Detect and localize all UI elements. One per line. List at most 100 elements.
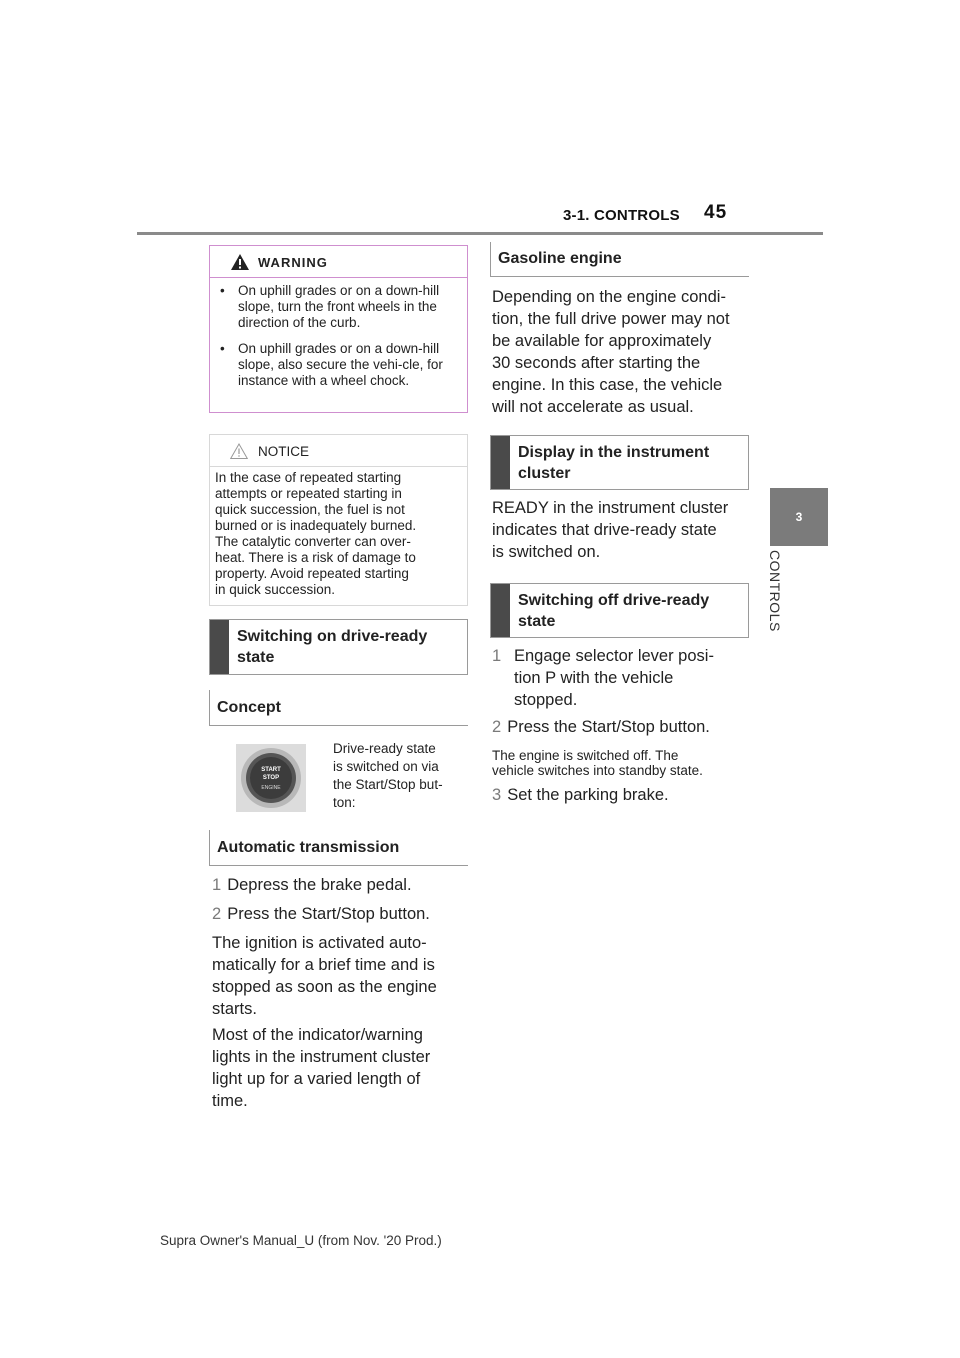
- warning-item: • On uphill grades or on a down-hill slo…: [220, 283, 460, 331]
- button-label-engine: ENGINE: [261, 785, 281, 791]
- step-text: Press the Start/Stop button.: [507, 718, 710, 736]
- step-item: 3 Set the parking brake.: [492, 784, 669, 806]
- paragraph-line: starts.: [212, 1000, 257, 1018]
- heading-line: state: [237, 649, 275, 666]
- step-number: 1: [492, 647, 502, 665]
- heading-rule: [490, 242, 491, 276]
- paragraph-line: Depending on the engine condi-: [492, 288, 726, 306]
- chapter-tab-label-wrap: CONTROLS: [767, 550, 798, 660]
- chapter-tab-label: CONTROLS: [767, 550, 783, 632]
- paragraph-line: engine. In this case, the vehicle: [492, 376, 723, 394]
- note-line: vehicle switches into standby state.: [492, 763, 703, 778]
- caution-triangle-icon: [230, 443, 248, 459]
- paragraph-indicator-lights: Most of the indicator/warning lights in …: [212, 1024, 472, 1112]
- step-text: Depress the brake pedal.: [227, 876, 412, 894]
- caption-line: is switched on via: [333, 759, 439, 774]
- step-text: Set the parking brake.: [507, 786, 669, 804]
- footer-title: Supra Owner's Manual_U (from Nov. '20 Pr…: [160, 1233, 442, 1248]
- step-text: Press the Start/Stop button.: [227, 905, 430, 923]
- paragraph-ready: READY in the instrument cluster indicate…: [492, 497, 757, 563]
- heading-line: cluster: [518, 465, 571, 482]
- notice-box: NOTICE In the case of repeated starting …: [209, 434, 468, 606]
- paragraph-line: Most of the indicator/warning: [212, 1026, 423, 1044]
- notice-line: property. Avoid repeated starting: [215, 566, 409, 581]
- heading-line: Display in the instrument: [518, 444, 710, 461]
- notice-title: NOTICE: [258, 444, 310, 459]
- start-stop-button-icon: START STOP ENGINE: [241, 748, 301, 808]
- step-line: Engage selector lever posi-: [514, 647, 714, 665]
- heading-display-cluster: Display in the instrument cluster: [490, 435, 749, 490]
- heading-switching-off: Switching off drive-ready state: [490, 583, 749, 638]
- paragraph-line: light up for a varied length of: [212, 1070, 421, 1088]
- step-item: 1 Engage selector lever posi- tion P wit…: [492, 645, 757, 711]
- bullet-icon: •: [220, 341, 225, 356]
- step-number: 3: [492, 786, 502, 804]
- step-text: Engage selector lever posi- tion P with …: [514, 645, 757, 711]
- page-number: 45: [704, 202, 728, 223]
- paragraph-line: lights in the instrument cluster: [212, 1048, 431, 1066]
- step-line: tion P with the vehicle: [514, 669, 674, 687]
- heading-text: Gasoline engine: [498, 250, 622, 267]
- step-line: stopped.: [514, 691, 578, 709]
- note-line: The engine is switched off. The: [492, 748, 679, 763]
- step-item: 2 Press the Start/Stop button.: [212, 903, 430, 925]
- start-stop-button-image: START STOP ENGINE: [236, 744, 306, 812]
- notice-line: attempts or repeated starting in: [215, 486, 402, 501]
- notice-line: quick succession, the fuel is not: [215, 502, 405, 517]
- warning-item: • On uphill grades or on a down-hill slo…: [220, 341, 460, 389]
- notice-line: burned or is inadequately burned.: [215, 518, 417, 533]
- paragraph-line: is switched on.: [492, 543, 601, 561]
- paragraph-line: time.: [212, 1092, 248, 1110]
- warning-item-text: On uphill grades or on a down-hill slope…: [238, 283, 440, 330]
- paragraph-line: READY in the instrument cluster: [492, 499, 729, 517]
- heading-bar: [491, 436, 510, 489]
- warning-item-text: On uphill grades or on a down-hill slope…: [238, 341, 443, 388]
- paragraph-line: The ignition is activated auto-: [212, 934, 427, 952]
- bullet-icon: •: [220, 283, 225, 298]
- step-number: 2: [492, 718, 502, 736]
- notice-line: heat. There is a risk of damage to: [215, 550, 416, 565]
- heading-automatic-transmission: Automatic transmission: [209, 830, 468, 866]
- heading-concept: Concept: [209, 690, 468, 726]
- heading-switching-on: Switching on drive-ready state: [209, 619, 468, 675]
- heading-rule: [209, 690, 210, 725]
- paragraph-line: be available for approximately: [492, 332, 712, 350]
- heading-text: Switching on drive-ready state: [237, 626, 427, 668]
- step-number: 1: [212, 876, 222, 894]
- section-title: 3-1. CONTROLS: [563, 207, 680, 224]
- heading-rule: [209, 830, 210, 865]
- step-item: 2 Press the Start/Stop button.: [492, 716, 710, 738]
- heading-bar: [210, 620, 229, 674]
- heading-line: state: [518, 613, 556, 630]
- notice-header: NOTICE: [210, 435, 467, 467]
- caption-line: the Start/Stop but-: [333, 777, 443, 792]
- paragraph-ignition: The ignition is activated auto- maticall…: [212, 932, 472, 1020]
- caption-line: Drive-ready state: [333, 741, 436, 756]
- notice-line: in quick succession.: [215, 582, 336, 597]
- paragraph-line: will not accelerate as usual.: [492, 398, 694, 416]
- step-number: 2: [212, 905, 222, 923]
- chapter-tab[interactable]: 3: [770, 488, 828, 546]
- paragraph-line: 30 seconds after starting the: [492, 354, 701, 372]
- button-label-start: START: [261, 767, 281, 773]
- heading-bar: [491, 584, 510, 637]
- heading-text: Concept: [217, 699, 281, 716]
- notice-line: In the case of repeated starting: [215, 470, 402, 485]
- notice-line: The catalytic converter can over-: [215, 534, 411, 549]
- warning-title: WARNING: [258, 255, 328, 270]
- paragraph-line: indicates that drive-ready state: [492, 521, 717, 539]
- caption-line: ton:: [333, 795, 356, 810]
- step-item: 1 Depress the brake pedal.: [212, 874, 412, 896]
- heading-text: Display in the instrument cluster: [518, 442, 709, 484]
- heading-text: Switching off drive-ready state: [518, 590, 709, 632]
- paragraph-line: matically for a brief time and is: [212, 956, 435, 974]
- heading-line: Switching off drive-ready: [518, 592, 710, 609]
- paragraph-line: stopped as soon as the engine: [212, 978, 437, 996]
- heading-gasoline-engine: Gasoline engine: [490, 242, 749, 277]
- heading-line: Switching on drive-ready: [237, 628, 428, 645]
- heading-text: Automatic transmission: [217, 839, 400, 856]
- warning-triangle-icon: [231, 254, 249, 270]
- notice-text: In the case of repeated starting attempt…: [215, 470, 465, 598]
- paragraph-line: tion, the full drive power may not: [492, 310, 730, 328]
- paragraph-gasoline: Depending on the engine condi- tion, the…: [492, 286, 757, 418]
